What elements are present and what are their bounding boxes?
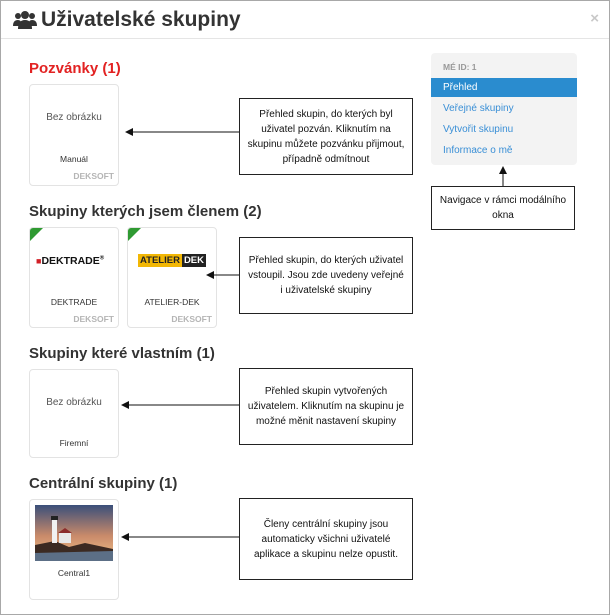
group-source: DEKSOFT — [73, 171, 114, 181]
callout-invites: Přehled skupin, do kterých byl uživatel … — [239, 98, 413, 175]
nav-item-about-me[interactable]: Informace o mě — [443, 145, 513, 156]
callout-owned: Přehled skupin vytvořených uživatelem. K… — [239, 368, 413, 445]
users-icon — [13, 11, 37, 29]
nav-item-overview[interactable]: Přehled — [431, 78, 577, 97]
my-id-label: MÉ ID: 1 — [443, 62, 477, 72]
nav-item-create-group[interactable]: Vytvořit skupinu — [443, 124, 514, 135]
modal-title: Uživatelské skupiny — [41, 8, 241, 31]
group-source: DEKSOFT — [73, 314, 114, 324]
group-name: ATELIER-DEK — [144, 297, 200, 307]
group-name: Central1 — [57, 568, 91, 578]
modal-header: Uživatelské skupiny × — [1, 1, 609, 39]
group-name: Firemní — [59, 438, 89, 448]
member-corner-marker — [30, 228, 43, 241]
no-image-placeholder: Bez obrázku — [46, 397, 102, 408]
callout-central: Členy centrální skupiny jsou automaticky… — [239, 498, 413, 580]
group-name: Manuál — [60, 154, 88, 164]
callout-navigation: Navigace v rámci modálního okna — [431, 186, 575, 230]
section-title-owned: Skupiny které vlastním (1) — [29, 345, 215, 362]
group-card-manual[interactable]: Bez obrázku Manuál DEKSOFT — [29, 84, 119, 186]
no-image-placeholder: Bez obrázku — [46, 112, 102, 123]
group-name: DEKTRADE — [50, 297, 98, 307]
dektrade-logo: ■DEKTRADE® — [36, 255, 105, 267]
group-card-dektrade[interactable]: ■DEKTRADE® DEKTRADE DEKSOFT — [29, 227, 119, 328]
close-icon[interactable]: × — [590, 10, 599, 27]
group-card-central1[interactable]: Central1 — [29, 499, 119, 600]
section-title-invites: Pozvánky (1) — [29, 60, 121, 77]
group-source: DEKSOFT — [171, 314, 212, 324]
callout-member: Přehled skupin, do kterých uživatel vsto… — [239, 237, 413, 314]
nav-item-public-groups[interactable]: Veřejné skupiny — [443, 103, 514, 114]
modal-navigation: MÉ ID: 1 Přehled Veřejné skupiny Vytvoři… — [431, 53, 577, 165]
lighthouse-image — [35, 505, 113, 561]
member-corner-marker — [128, 228, 141, 241]
section-title-central: Centrální skupiny (1) — [29, 475, 178, 492]
group-card-firemni[interactable]: Bez obrázku Firemní — [29, 369, 119, 458]
section-title-member: Skupiny kterých jsem členem (2) — [29, 203, 262, 220]
